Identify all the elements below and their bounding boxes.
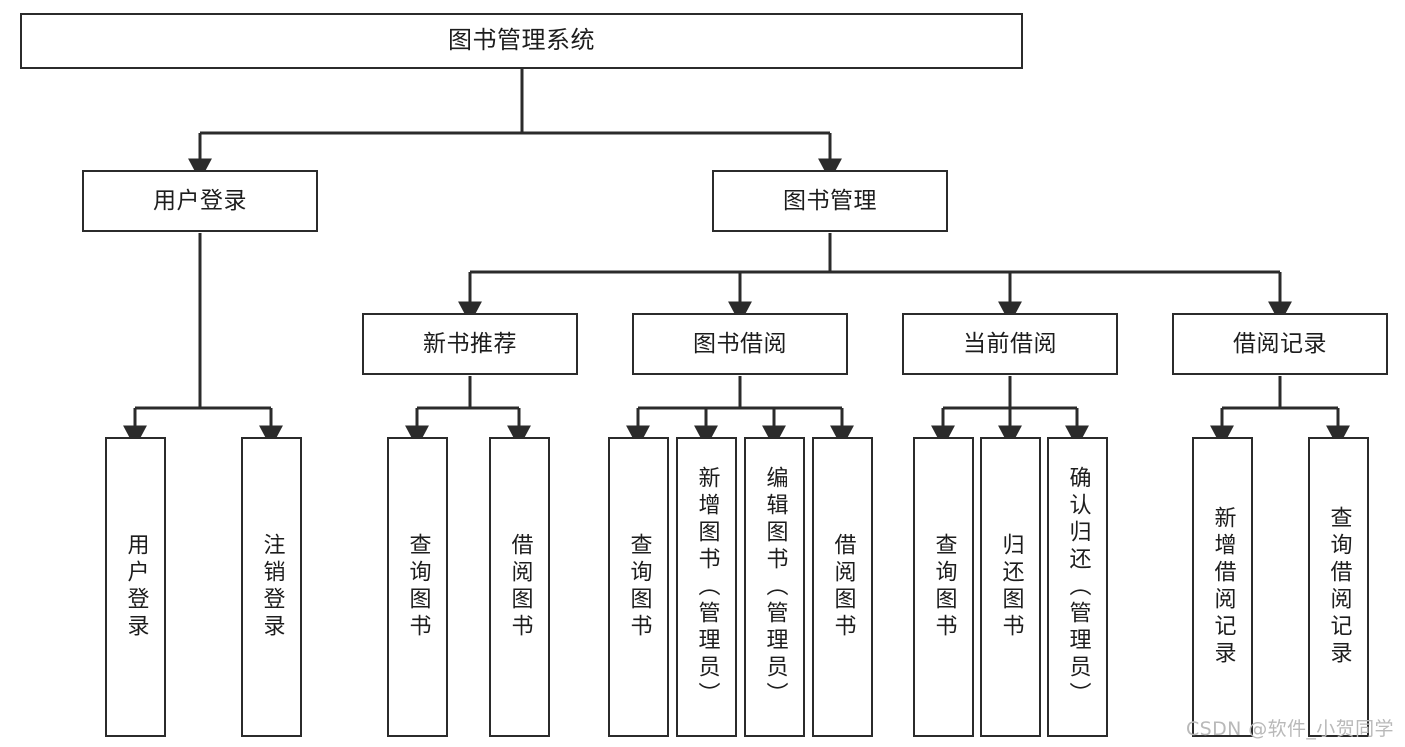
node-book-borrow[interactable]: 图书借阅 xyxy=(632,313,848,375)
node-label: 图书管理系统 xyxy=(448,26,595,55)
node-book-management[interactable]: 图书管理 xyxy=(712,170,948,232)
node-label: 借阅图书 xyxy=(507,533,533,641)
node-label: 注销登录 xyxy=(259,533,285,641)
node-label: 用户登录 xyxy=(153,187,247,214)
node-label: 新增图书（管理员） xyxy=(694,465,720,709)
node-leaf-query-book-2[interactable]: 查询图书 xyxy=(608,437,669,737)
node-leaf-edit-book-admin[interactable]: 编辑图书（管理员） xyxy=(744,437,805,737)
node-leaf-borrow-book-1[interactable]: 借阅图书 xyxy=(489,437,550,737)
node-leaf-borrow-book-2[interactable]: 借阅图书 xyxy=(812,437,873,737)
node-label: 查询图书 xyxy=(626,533,652,641)
node-label: 图书借阅 xyxy=(693,330,787,357)
node-label: 归还图书 xyxy=(998,533,1024,641)
node-borrow-record[interactable]: 借阅记录 xyxy=(1172,313,1388,375)
node-current-borrow[interactable]: 当前借阅 xyxy=(902,313,1118,375)
node-leaf-query-book-1[interactable]: 查询图书 xyxy=(387,437,448,737)
node-leaf-add-borrow-record[interactable]: 新增借阅记录 xyxy=(1192,437,1253,737)
node-new-book-recommend[interactable]: 新书推荐 xyxy=(362,313,578,375)
node-label: 新增借阅记录 xyxy=(1210,506,1236,668)
node-label: 图书管理 xyxy=(783,187,877,214)
node-leaf-confirm-return-admin[interactable]: 确认归还（管理员） xyxy=(1047,437,1108,737)
node-leaf-user-login[interactable]: 用户登录 xyxy=(105,437,166,737)
node-leaf-query-borrow-record[interactable]: 查询借阅记录 xyxy=(1308,437,1369,737)
node-label: 借阅图书 xyxy=(830,533,856,641)
node-user-login[interactable]: 用户登录 xyxy=(82,170,318,232)
node-leaf-return-book[interactable]: 归还图书 xyxy=(980,437,1041,737)
node-leaf-add-book-admin[interactable]: 新增图书（管理员） xyxy=(676,437,737,737)
node-label: 借阅记录 xyxy=(1233,330,1327,357)
node-label: 编辑图书（管理员） xyxy=(762,465,788,709)
node-label: 确认归还（管理员） xyxy=(1065,465,1091,709)
node-label: 查询图书 xyxy=(405,533,431,641)
node-label: 查询借阅记录 xyxy=(1326,506,1352,668)
node-leaf-query-book-3[interactable]: 查询图书 xyxy=(913,437,974,737)
node-label: 查询图书 xyxy=(931,533,957,641)
node-leaf-user-logout[interactable]: 注销登录 xyxy=(241,437,302,737)
node-label: 当前借阅 xyxy=(963,330,1057,357)
watermark: CSDN @软件_小贺同学 xyxy=(1186,718,1394,740)
node-label: 用户登录 xyxy=(123,533,149,641)
node-root-book-management-system[interactable]: 图书管理系统 xyxy=(20,13,1023,69)
node-label: 新书推荐 xyxy=(423,330,517,357)
